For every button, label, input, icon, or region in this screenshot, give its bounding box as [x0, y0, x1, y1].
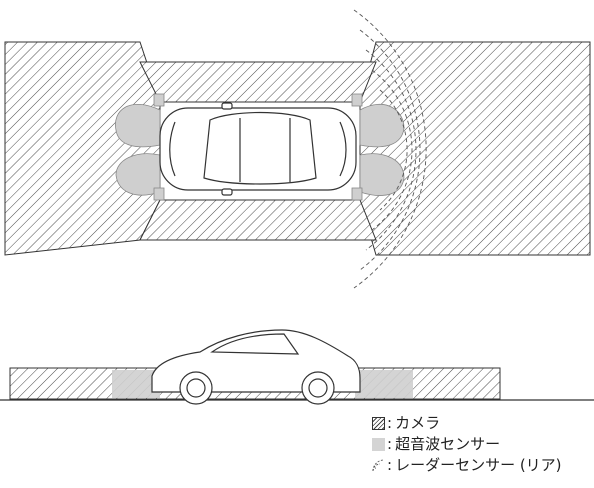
ultrasonic-zone-front-left	[115, 104, 161, 148]
camera-area-front	[139, 61, 377, 103]
camera-area-rear	[139, 199, 377, 241]
radar-waves-top	[353, 9, 427, 289]
side-view	[0, 329, 594, 405]
camera-area-left	[4, 41, 161, 256]
ultrasonic-sensor-rear-right	[351, 187, 363, 201]
ultrasonic-swatch	[372, 437, 385, 451]
legend-row-ultrasonic: : 超音波センサー	[372, 435, 500, 453]
car-side-view	[151, 329, 361, 405]
legend-ultrasonic-label: 超音波センサー	[395, 435, 501, 453]
legend-camera-label: カメラ	[395, 414, 441, 432]
ultrasonic-zone-rear-right	[359, 153, 405, 196]
legend-radar-label: レーダーセンサー (リア)	[395, 456, 562, 474]
camera-area-right	[359, 41, 591, 256]
car-top-view	[159, 102, 357, 196]
legend-colon: :	[387, 456, 393, 474]
car-wheel-rear	[301, 371, 335, 405]
legend-row-camera: : カメラ	[372, 414, 440, 432]
legend-colon: :	[387, 414, 393, 432]
legend-row-radar: : レーダーセンサー (リア)	[372, 456, 562, 474]
car-wheel-front	[179, 371, 213, 405]
radar-swatch	[372, 459, 385, 471]
ultrasonic-sensor-rear-left	[153, 187, 165, 201]
ultrasonic-sensor-front-left	[153, 93, 165, 107]
legend-colon: :	[387, 435, 393, 453]
camera-swatch	[372, 416, 385, 430]
ultrasonic-zone-rear-left	[115, 153, 161, 196]
ultrasonic-sensor-front-right	[351, 93, 363, 107]
top-view	[4, 9, 591, 289]
ultrasonic-zone-side-rear	[355, 370, 413, 398]
ultrasonic-zones-top	[115, 93, 405, 201]
